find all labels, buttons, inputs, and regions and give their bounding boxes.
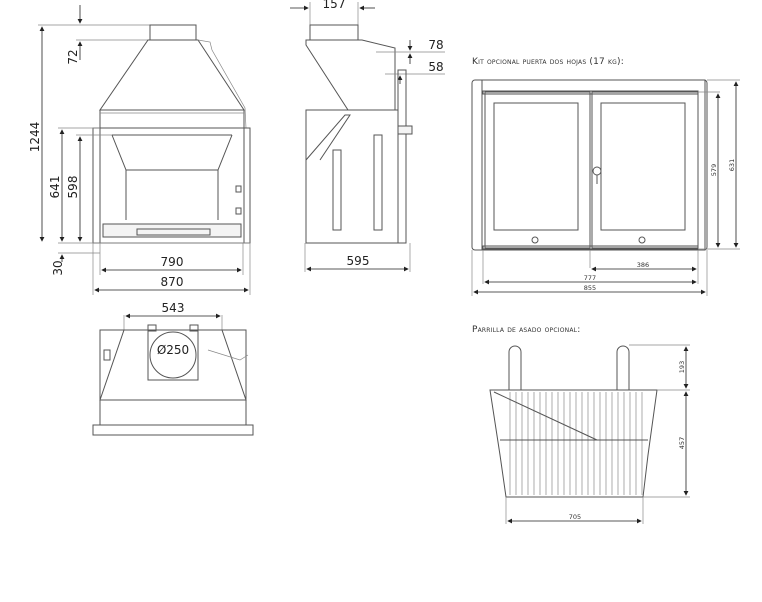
dim-631: 631: [728, 159, 736, 171]
dim-777: 777: [584, 274, 596, 282]
dim-72: 72: [66, 49, 80, 64]
dim-457: 457: [678, 437, 686, 449]
grill-title: Parrilla de asado opcional:: [472, 325, 580, 335]
dim-705: 705: [569, 513, 581, 521]
flue-circle: [149, 331, 197, 379]
dim-543: 543: [162, 301, 185, 315]
right-door-leaf: [591, 91, 699, 249]
dim-641: 641: [48, 176, 62, 199]
dim-157: 157: [323, 0, 346, 11]
dim-870: 870: [161, 275, 184, 289]
dim-790: 790: [161, 255, 184, 269]
door-kit: Kit opcional puerta dos hojas (17 kg): 3…: [471, 57, 740, 296]
dim-58: 58: [428, 60, 443, 74]
side-view: 157 78 58 595: [290, 0, 445, 272]
door-handle: [592, 166, 602, 176]
door-kit-title: Kit opcional puerta dos hojas (17 kg):: [472, 57, 624, 67]
top-view: 543 Ø250: [92, 301, 254, 436]
dim-1244: 1244: [28, 122, 42, 153]
dim-579: 579: [710, 164, 718, 176]
dim-250: Ø250: [157, 343, 189, 357]
dim-386: 386: [637, 261, 649, 269]
dim-595: 595: [347, 254, 370, 268]
grill: Parrilla de asado opcional: 193 457 705: [472, 325, 690, 524]
grill-basket: [489, 389, 658, 498]
hood: [99, 39, 245, 111]
front-view: 1244 72 641 598 30 790 870: [28, 5, 251, 295]
dim-30: 30: [51, 260, 65, 275]
dim-78: 78: [428, 38, 443, 52]
dim-193: 193: [678, 361, 686, 373]
left-door-leaf: [484, 91, 591, 249]
dim-855: 855: [584, 284, 596, 292]
dim-598: 598: [66, 176, 80, 199]
flue-collar: [149, 24, 197, 41]
